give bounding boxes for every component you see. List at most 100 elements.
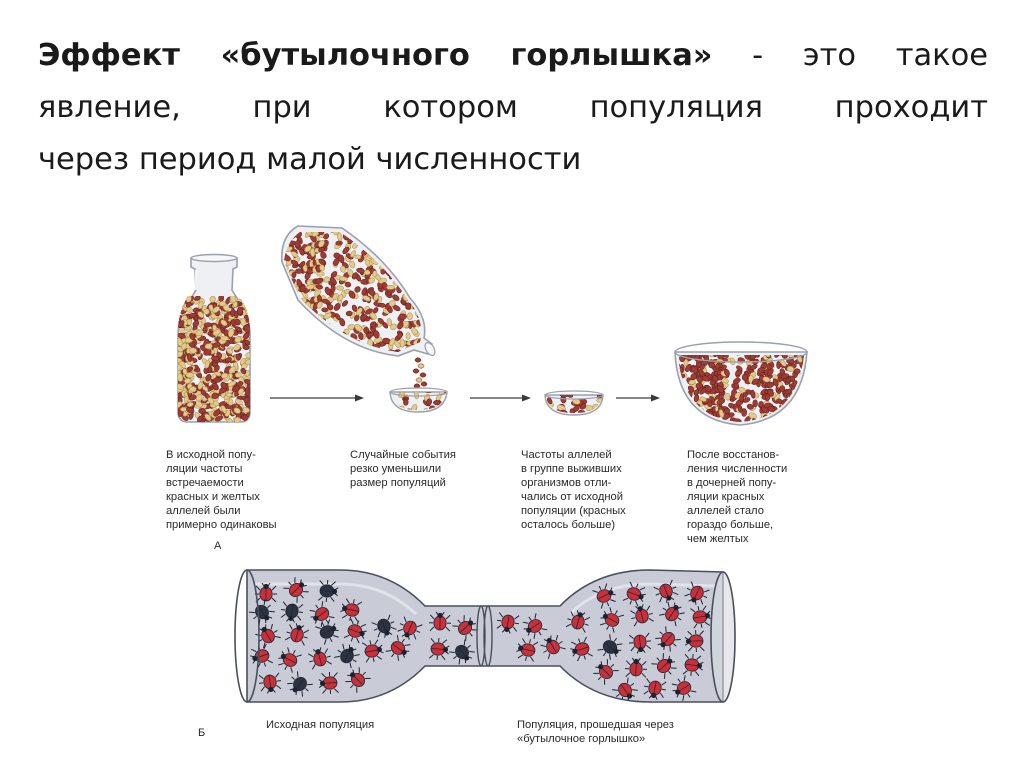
bead (330, 334, 337, 341)
bead (750, 363, 758, 371)
beetle-red (653, 579, 679, 603)
bead (397, 232, 405, 238)
bead (746, 403, 754, 410)
bead (293, 322, 301, 330)
bead (412, 232, 420, 236)
bead (291, 271, 297, 279)
bead (700, 420, 708, 422)
bead (178, 320, 185, 328)
bead (178, 364, 183, 371)
bead (401, 237, 408, 245)
bead (678, 402, 683, 410)
bead (683, 358, 689, 367)
beetle-red (600, 607, 624, 633)
tube-left-opening (234, 569, 260, 703)
bead (339, 276, 348, 282)
bead (286, 343, 295, 351)
bead (245, 387, 250, 397)
bead (397, 257, 407, 263)
bead (672, 338, 679, 343)
bead (349, 260, 356, 269)
bead (423, 301, 432, 310)
beetle-red (540, 634, 566, 660)
bead (416, 280, 422, 289)
bead (300, 317, 307, 324)
bead (787, 355, 795, 358)
bead (354, 254, 362, 260)
bead (390, 253, 398, 260)
bead (345, 310, 353, 317)
bead (569, 408, 575, 413)
bead (218, 300, 227, 307)
bead (370, 239, 379, 246)
bead (297, 315, 303, 324)
bead (323, 276, 330, 283)
bead (194, 400, 203, 408)
bead (328, 350, 335, 352)
bead (360, 314, 368, 321)
caption-restored: После восстанов- ления численности в доч… (687, 449, 790, 545)
bead (298, 352, 305, 361)
bead (351, 304, 358, 312)
bead (412, 284, 419, 290)
bead (771, 421, 781, 422)
bead (386, 318, 393, 327)
beetle-red (682, 653, 704, 677)
bead (417, 238, 422, 244)
bead (330, 284, 336, 293)
bead (178, 333, 186, 339)
bead (678, 415, 681, 422)
bead (307, 321, 313, 329)
bead (578, 409, 586, 413)
bead (294, 335, 301, 342)
bead (397, 321, 404, 330)
bead (302, 327, 309, 334)
bead (211, 392, 219, 399)
bead (286, 300, 294, 307)
bead (412, 368, 420, 374)
bead (315, 332, 322, 341)
bead (407, 248, 416, 255)
beetle-red (671, 675, 697, 701)
bead (286, 288, 292, 296)
bead (715, 362, 721, 370)
bead (585, 405, 594, 412)
beetle-red (565, 610, 591, 633)
bead (287, 304, 296, 311)
bead (227, 380, 237, 387)
bead (368, 277, 375, 284)
beetle-red (255, 582, 277, 603)
bead (363, 326, 370, 334)
beetle-red (570, 636, 593, 662)
bead (693, 389, 700, 396)
bead (313, 350, 322, 352)
bead (291, 341, 297, 349)
bead (337, 232, 343, 242)
bead (374, 238, 381, 247)
bead (792, 418, 799, 422)
bead (388, 250, 395, 258)
bead (798, 411, 804, 418)
beetle-red (343, 618, 367, 644)
bead (426, 292, 432, 300)
bead (742, 397, 751, 403)
bead (426, 398, 433, 406)
bead (395, 232, 403, 237)
bead (233, 344, 241, 351)
bead (691, 365, 699, 374)
bead (718, 409, 724, 418)
bead (319, 264, 325, 272)
bead (737, 404, 743, 413)
bead (680, 409, 686, 417)
bead (416, 264, 422, 271)
bead (414, 271, 422, 278)
bead (342, 246, 350, 255)
bead (204, 343, 213, 350)
bead (195, 394, 203, 402)
bead (417, 232, 422, 235)
bead (340, 265, 346, 273)
bead (189, 333, 196, 340)
bead (421, 273, 429, 281)
bead (703, 419, 711, 422)
bead (408, 242, 416, 250)
